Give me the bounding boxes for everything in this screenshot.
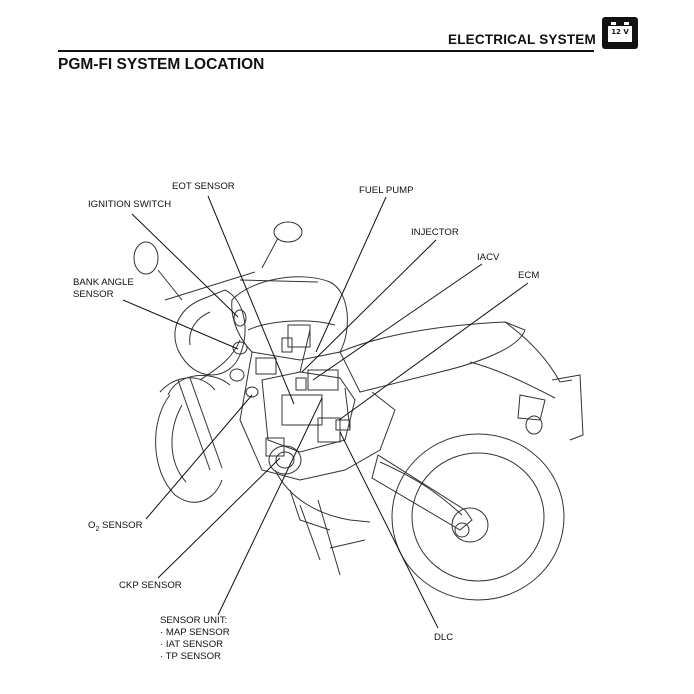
label-o2-sensor: O2 SENSOR (88, 520, 143, 536)
label-injector: INJECTOR (411, 227, 459, 238)
leader-eot-sensor (207, 195, 295, 405)
section-title: ELECTRICAL SYSTEM (448, 32, 596, 47)
header-divider (58, 50, 594, 52)
label-sensor-unit-title: SENSOR UNIT: (160, 615, 228, 626)
label-map-sensor: · MAP SENSOR (160, 627, 230, 638)
label-tp-sensor: · TP SENSOR (160, 651, 221, 662)
label-ecm: ECM (518, 270, 540, 281)
leader-bank-angle (122, 299, 239, 350)
label-bank-angle-sensor: BANK ANGLE SENSOR (73, 277, 134, 301)
page-title: PGM-FI SYSTEM LOCATION (58, 56, 265, 73)
label-sensor-unit: SENSOR UNIT: · MAP SENSOR · IAT SENSOR ·… (160, 615, 230, 663)
label-ignition-switch: IGNITION SWITCH (88, 199, 172, 210)
o2-subscript: 2 (95, 525, 100, 533)
label-ckp-sensor: CKP SENSOR (119, 580, 182, 591)
leader-ecm (338, 282, 529, 421)
leader-fuel-pump (315, 196, 387, 353)
leader-injector (301, 239, 437, 373)
leader-ckp-sensor (157, 457, 281, 579)
label-dlc: DLC (434, 632, 454, 643)
o2-prefix: O (88, 520, 96, 531)
label-fuel-pump: FUEL PUMP (359, 185, 414, 196)
label-iat-sensor: · IAT SENSOR (160, 639, 224, 650)
leader-dlc (339, 431, 439, 629)
label-iacv: IACV (477, 252, 500, 263)
voltage-label: 12 V (611, 28, 629, 36)
leader-ignition-switch (131, 213, 239, 318)
label-eot-sensor: EOT SENSOR (172, 181, 235, 192)
motorcycle-illustration (133, 221, 584, 601)
label-bank-angle-line1: BANK ANGLE (73, 277, 134, 288)
battery-icon: 12 V (602, 17, 638, 49)
leader-sensor-unit (217, 397, 323, 616)
o2-suffix: SENSOR (99, 520, 143, 531)
leader-iacv (312, 263, 483, 381)
callout-leader-lines (122, 195, 529, 629)
label-bank-angle-line2: SENSOR (73, 289, 114, 300)
leader-o2-sensor (145, 394, 253, 520)
